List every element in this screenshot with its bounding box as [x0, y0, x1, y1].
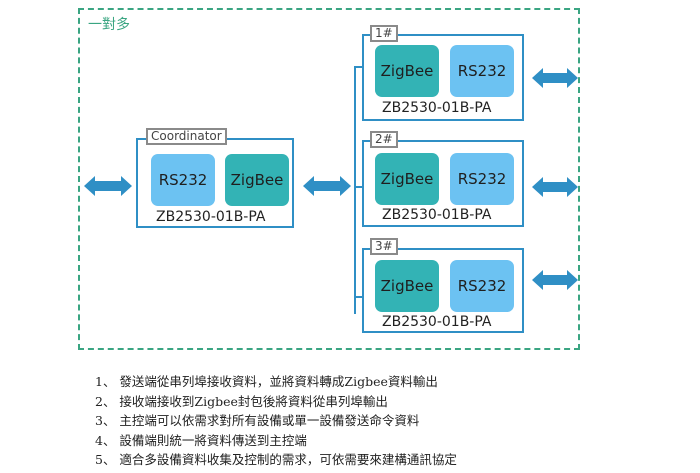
coordinator-tag: Coordinator	[146, 128, 227, 145]
coordinator-bus-arrow-icon	[303, 176, 351, 196]
note-item: 2、 接收端接收到Zigbee封包後將資料從串列埠輸出	[95, 393, 388, 409]
bus-vertical-line	[354, 66, 356, 314]
device-2-module: ZigBee RS232 ZB2530-01B-PA	[362, 140, 524, 227]
device-3-zigbee-chip: ZigBee	[375, 260, 439, 312]
coordinator-module: RS232 ZigBee ZB2530-01B-PA	[136, 138, 294, 228]
device-1-model-label: ZB2530-01B-PA	[382, 100, 492, 116]
device-1-rs232-chip: RS232	[450, 45, 514, 97]
device-1-zigbee-chip: ZigBee	[375, 45, 439, 97]
device-2-rs232-chip: RS232	[450, 153, 514, 205]
note-item: 4、 設備端則統一將資料傳送到主控端	[95, 432, 307, 448]
one-to-many-frame	[78, 8, 580, 350]
coordinator-zigbee-chip: ZigBee	[225, 154, 289, 206]
device-1-tag: 1#	[370, 25, 398, 42]
device-2-tag: 2#	[370, 131, 398, 148]
bus-branch-2	[354, 186, 362, 188]
device-3-double-arrow-icon	[532, 270, 578, 290]
bus-branch-3	[354, 296, 362, 298]
note-item: 3、 主控端可以依需求對所有設備或單一設備發送命令資料	[95, 413, 420, 428]
coordinator-rs232-chip: RS232	[151, 154, 215, 206]
coordinator-model-label: ZB2530-01B-PA	[156, 209, 266, 225]
device-3-module: ZigBee RS232 ZB2530-01B-PA	[362, 248, 524, 333]
left-double-arrow-icon	[84, 176, 132, 196]
device-3-tag: 3#	[370, 238, 398, 255]
device-2-model-label: ZB2530-01B-PA	[382, 207, 492, 223]
device-3-rs232-chip: RS232	[450, 260, 514, 312]
device-1-module: ZigBee RS232 ZB2530-01B-PA	[362, 34, 524, 121]
frame-title: 一對多	[88, 17, 130, 33]
bus-branch-1	[354, 66, 362, 68]
device-3-model-label: ZB2530-01B-PA	[382, 314, 492, 330]
notes-list: 1、 發送端從串列埠接收資料，並將資料轉成Zigbee資料輸出 2、 接收端接收…	[95, 372, 457, 470]
device-1-double-arrow-icon	[532, 68, 578, 88]
note-item: 5、 適合多設備資料收集及控制的需求，可依需要來建構通訊協定	[95, 452, 457, 467]
device-2-double-arrow-icon	[532, 177, 578, 197]
note-item: 1、 發送端從串列埠接收資料，並將資料轉成Zigbee資料輸出	[95, 374, 438, 389]
device-2-zigbee-chip: ZigBee	[375, 153, 439, 205]
